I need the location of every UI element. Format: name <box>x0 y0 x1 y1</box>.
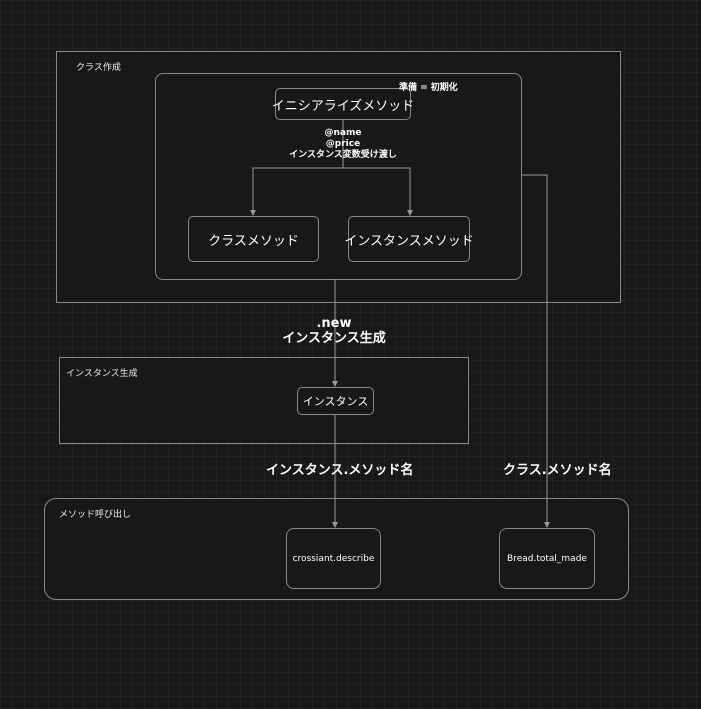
instance-vars-pass: インスタンス変数受け渡し <box>289 150 397 160</box>
instance-var-name: @name <box>324 128 362 138</box>
instance-creation-label: インスタンス生成 <box>66 369 138 379</box>
prep-init-note: 準備 = 初期化 <box>399 83 458 93</box>
new-call-method: .new <box>316 316 352 331</box>
instance-creation-group: インスタンス生成 <box>59 357 469 444</box>
new-call-desc: インスタンス生成 <box>282 331 386 346</box>
instance-method-node[interactable]: インスタンスメソッド <box>344 216 474 262</box>
new-call-note: .new インスタンス生成 <box>274 316 394 346</box>
bread-total-made-node[interactable]: Bread.total_made <box>499 528 595 589</box>
instance-node[interactable]: インスタンス <box>297 387 374 415</box>
method-call-label: メソッド呼び出し <box>59 510 132 520</box>
class-method-call-note: クラス.メソッド名 <box>503 463 612 478</box>
instance-var-price: @price <box>325 139 361 149</box>
croissant-describe-node[interactable]: crossiant.describe <box>286 528 381 589</box>
class-creation-label: クラス作成 <box>76 63 121 73</box>
initialize-method-node[interactable]: イニシアライズメソッド <box>272 88 414 120</box>
instance-vars-note: @name @price インスタンス変数受け渡し <box>286 128 400 161</box>
instance-method-call-note: インスタンス.メソッド名 <box>266 463 414 478</box>
class-method-node[interactable]: クラスメソッド <box>188 216 319 262</box>
